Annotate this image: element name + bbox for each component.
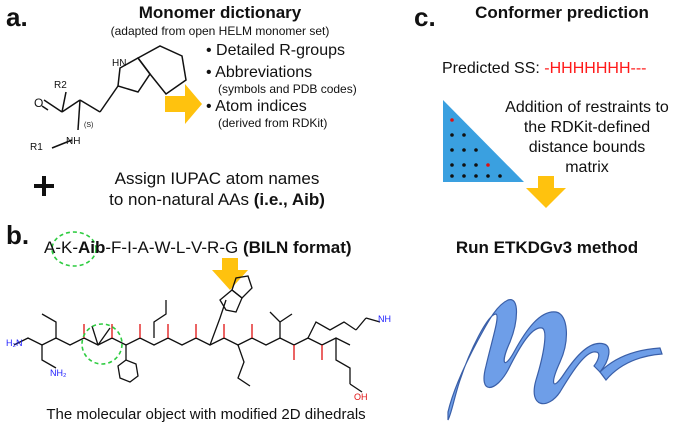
ss-label: Predicted SS: bbox=[442, 60, 545, 77]
mol-label-nh: NH bbox=[378, 314, 391, 324]
structure-label-r2: R2 bbox=[54, 80, 67, 91]
bullet-item-atom: • Atom indices bbox=[206, 98, 307, 115]
panel-a-subtitle: (adapted from open HELM monomer set) bbox=[110, 24, 330, 38]
structure-label-hn: HN bbox=[112, 58, 127, 69]
iupac-line2: to non-natural AAs (i.e., Aib) bbox=[109, 190, 325, 209]
iupac-example: (i.e., Aib) bbox=[253, 190, 325, 209]
mol-label-oh: OH bbox=[354, 392, 368, 402]
structure-label-o: O bbox=[34, 96, 44, 110]
iupac-text: Assign IUPAC atom names to non-natural A… bbox=[72, 168, 362, 210]
method-label: Run ETKDGv3 method bbox=[455, 238, 639, 257]
structure-label-nh: NH bbox=[66, 136, 81, 147]
mol-label-nh2: NH₂ bbox=[50, 368, 67, 378]
panel-a-title: Monomer dictionary bbox=[138, 3, 302, 22]
monomer-structure bbox=[41, 45, 187, 149]
bullet-item-atom-sub: (derived from RDKit) bbox=[218, 116, 328, 130]
structure-label-stereo: (S) bbox=[84, 122, 94, 129]
restraint-line4: matrix bbox=[565, 159, 609, 176]
sequence-aib: Aib bbox=[78, 238, 106, 257]
restraint-line3: distance bounds bbox=[528, 139, 646, 156]
indole-benzene-ring bbox=[136, 45, 187, 96]
bullet-list: • Detailed R-groups • Abbreviations (sym… bbox=[206, 42, 396, 130]
bullet-item-abbrev-sub: (symbols and PDB codes) bbox=[218, 82, 357, 96]
panel-c-title: Conformer prediction bbox=[475, 3, 649, 22]
panel-letter-b: b. bbox=[6, 220, 30, 250]
sequence-format: (BILN format) bbox=[242, 238, 352, 257]
panel-letter-c: c. bbox=[414, 2, 436, 32]
restraint-text: Addition of restraints to the RDKit-defi… bbox=[492, 98, 682, 178]
mol-label-h2n: H₂N bbox=[6, 338, 23, 348]
sequence-suffix: -F-I-A-W-L-V-R-G bbox=[105, 238, 239, 257]
restraint-line2: the RDKit-defined bbox=[523, 119, 651, 136]
panel-letter-a: a. bbox=[6, 2, 28, 32]
bullet-item-rgroups: • Detailed R-groups bbox=[206, 42, 345, 59]
structure-label-r1: R1 bbox=[30, 142, 43, 153]
restraint-line1: Addition of restraints to bbox=[505, 99, 669, 116]
predicted-ss: Predicted SS: -HHHHHHH--- bbox=[442, 60, 646, 78]
panel-b-caption: The molecular object with modified 2D di… bbox=[46, 406, 366, 423]
iupac-line1: Assign IUPAC atom names bbox=[114, 169, 320, 188]
indole-pyrrole-ring bbox=[117, 57, 151, 93]
biln-sequence: A-K-Aib-F-I-A-W-L-V-R-G (BILN format) bbox=[44, 238, 352, 258]
bullet-item-abbrev: • Abbreviations bbox=[206, 64, 313, 81]
sequence-prefix: A-K- bbox=[44, 238, 78, 257]
ss-value: -HHHHHHH--- bbox=[544, 60, 647, 77]
